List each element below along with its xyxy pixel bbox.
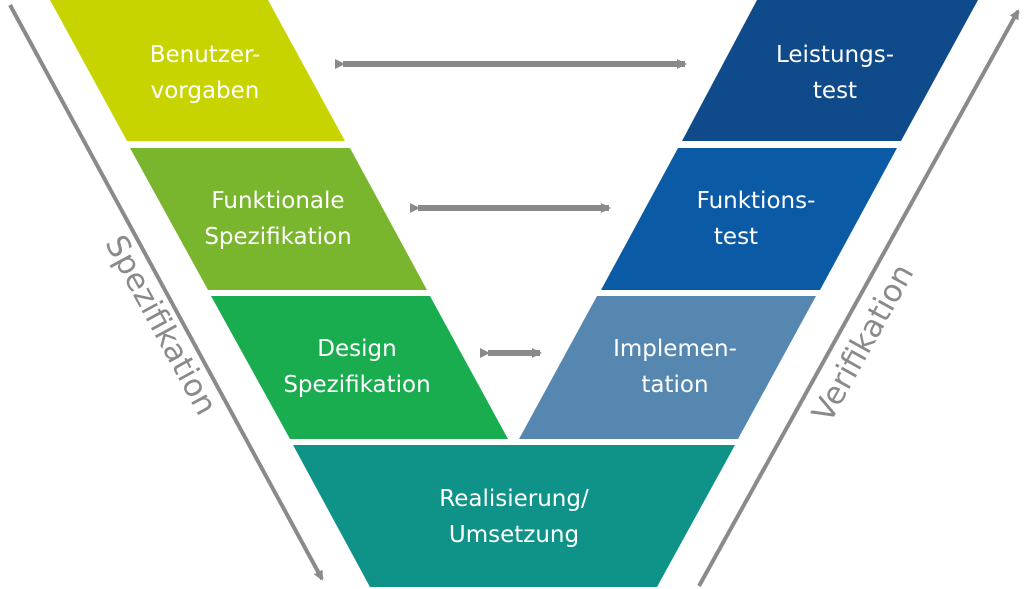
phase-design-spezifikation-label-2: Spezifikation <box>283 372 430 398</box>
phase-realisierung <box>293 445 735 587</box>
phase-funktionale-spezifikation-label-1: Funktionale <box>211 188 344 214</box>
phase-funktionale-spezifikation <box>130 148 427 290</box>
phase-design-spezifikation <box>211 296 508 439</box>
phase-implementation-label-1: Implemen- <box>613 336 737 362</box>
phase-implementation <box>519 296 816 439</box>
verifikation-axis-arrow <box>697 9 1020 587</box>
phase-design-spezifikation-label-1: Design <box>317 336 396 362</box>
phase-realisierung-label-1: Realisierung/ <box>439 486 589 512</box>
phase-implementation-label-2: tation <box>641 372 708 398</box>
phase-funktionstest-label-1: Funktions- <box>697 188 816 214</box>
phase-funktionstest-label-2: test <box>714 224 758 250</box>
spezifikation-axis-arrow <box>8 4 324 581</box>
phase-leistungstest-label-1: Leistungs- <box>776 42 894 68</box>
phase-realisierung-label-2: Umsetzung <box>449 522 579 548</box>
phase-funktionale-spezifikation-label-2: Spezifikation <box>204 224 351 250</box>
phase-benutzervorgaben <box>50 0 345 141</box>
phase-benutzervorgaben-label-1: Benutzer- <box>150 42 261 68</box>
phase-leistungstest-label-2: test <box>813 78 857 104</box>
phase-benutzervorgaben-label-2: vorgaben <box>151 78 260 104</box>
phase-leistungstest <box>682 0 978 141</box>
phase-funktionstest <box>601 148 897 290</box>
